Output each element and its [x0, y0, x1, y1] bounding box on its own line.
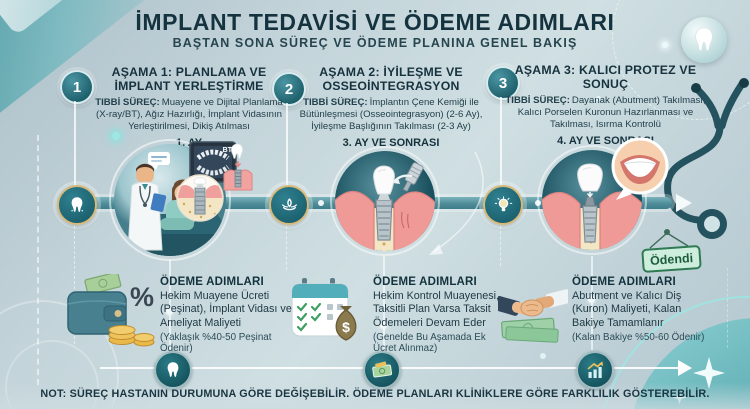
- payment-3-note: (Kalan Bakiye %50-60 Ödenir): [572, 332, 705, 344]
- glow-dot: [540, 353, 546, 359]
- connector-line: [591, 256, 593, 350]
- stethoscope-icon: [664, 78, 749, 239]
- banknote-icon: [372, 361, 392, 378]
- process-text: Dayanak (Abutment) Takılması, Kalıcı Por…: [517, 94, 706, 131]
- tooth-icon: [71, 197, 84, 212]
- tooth-icon: [167, 362, 179, 377]
- timeline-arrow: [676, 194, 692, 212]
- svg-text:Ödendi: Ödendi: [649, 250, 693, 268]
- tooth-icon: [695, 27, 713, 52]
- page-title: İMPLANT TEDAVİSİ VE ÖDEME ADIMLARI: [135, 9, 615, 35]
- stage-2-title: AŞAMA 2: İYİLEŞME VE OSSEOİNTEGRASYON: [319, 65, 463, 93]
- stage-3-header: AŞAMA 3: KALICI PROTEZ VE SONUÇ TIBBİ SÜ…: [503, 63, 708, 147]
- handshake-payment-icon: [498, 288, 568, 343]
- payment-2-heading: ÖDEME ADIMLARI: [373, 276, 477, 288]
- process-text: Muayene ve Dijital Planlama (X-ray/BT), …: [96, 96, 283, 133]
- process-label: TIBBİ SÜREÇ:: [303, 96, 368, 108]
- payment-2: ÖDEME ADIMLARI Hekim Kontrol Muayenesi, …: [373, 276, 511, 354]
- payment-1-note: (Yaklaşık %40-50 Peşinat Ödenir): [160, 332, 272, 355]
- process-label: TIBBİ SÜREÇ:: [505, 94, 570, 106]
- payment-3: ÖDEME ADIMLARI Abutment ve Kalıcı Diş (K…: [572, 276, 712, 343]
- stage-2-time: 3. AY VE SONRASI: [342, 137, 440, 150]
- bottom-node-tooth: [154, 351, 192, 389]
- stage-1-header: AŞAMA 1: PLANLAMA VE İMPLANT YERLEŞTİRME…: [88, 65, 290, 149]
- payment-2-note: (Genelde Bu Aşamada Ek Ücret Alınmaz): [373, 332, 486, 355]
- payment-1-heading: ÖDEME ADIMLARI: [160, 276, 264, 288]
- bottom-node-chart: [576, 351, 614, 389]
- payment-3-text: Abutment ve Kalıcı Diş (Kuron) Maliyeti,…: [572, 290, 682, 329]
- dashed-line: [37, 135, 39, 385]
- illustration-stage-2-osseointegration: [330, 146, 440, 256]
- tooth-badge: [681, 17, 727, 63]
- timeline-node-tooth: [57, 185, 97, 225]
- wallet-payment-icon: %: [67, 274, 155, 347]
- stage-2-number: 2: [272, 72, 306, 106]
- payment-1-text: Hekim Muayene Ücreti (Peşinat), İmplant …: [160, 290, 292, 329]
- connector-line: [500, 97, 502, 186]
- connector-line: [286, 103, 288, 186]
- glow-dot: [662, 42, 668, 48]
- dashed-line: [286, 226, 287, 270]
- glow-dot: [380, 322, 387, 329]
- abutment-tool: [402, 162, 424, 192]
- timeline-node-healing: [269, 185, 309, 225]
- stage-3-number: 3: [486, 66, 520, 100]
- lightbulb-icon: [494, 195, 512, 211]
- illustration-stage-3-crown: [537, 137, 669, 255]
- payment-2-text: Hekim Kontrol Muayenesi, Taksitli Plan V…: [373, 290, 500, 329]
- stage-2-header: AŞAMA 2: İYİLEŞME VE OSSEOİNTEGRASYON TI…: [295, 65, 487, 150]
- connector-line: [383, 256, 385, 350]
- footer-note: NOT: SÜREÇ HASTANIN DURUMUNA GÖRE DEĞİŞE…: [40, 388, 710, 400]
- glow-dot: [112, 132, 120, 140]
- connector-line: [74, 101, 76, 186]
- sparkle-star-icon: [693, 357, 725, 389]
- calendar-payment-icon: $: [291, 278, 357, 341]
- bottom-node-money: [363, 351, 401, 389]
- svg-text:%: %: [130, 282, 154, 312]
- connector-line: [169, 260, 171, 350]
- money-bag: $: [335, 306, 357, 341]
- stage-1-number: 1: [60, 70, 94, 104]
- smile-bubble: [611, 137, 669, 200]
- payment-3-heading: ÖDEME ADIMLARI: [572, 276, 676, 288]
- glow-dot: [166, 308, 173, 315]
- timeline-node-lightbulb: [483, 185, 523, 225]
- bottom-timeline-arrow: [678, 360, 692, 376]
- svg-text:BT: BT: [223, 147, 233, 154]
- stage-1-process: TIBBİ SÜREÇ:Muayene ve Dijital Planlama …: [88, 97, 290, 134]
- payment-1: ÖDEME ADIMLARI Hekim Muayene Ücreti (Peş…: [160, 276, 298, 354]
- illustration-stage-1-consultation: BT: [109, 139, 253, 261]
- xray-panel: BT: [189, 141, 237, 183]
- timeline-dot: [318, 200, 324, 206]
- growth-chart-icon: [587, 361, 603, 378]
- implant-diagram-float: [223, 143, 253, 191]
- paid-sign: Ödendi: [641, 229, 702, 273]
- implant-crosssection-mini: [176, 174, 224, 222]
- process-text: İmplantın Çene Kemiği ile Bütünleşmesi (…: [299, 96, 483, 133]
- svg-text:$: $: [342, 319, 350, 335]
- dashed-line: [727, 268, 728, 348]
- page-subtitle: BAŞTAN SONA SÜREÇ VE ÖDEME PLANINA GENEL…: [172, 36, 578, 50]
- stage-1-title: AŞAMA 1: PLANLAMA VE İMPLANT YERLEŞTİRME: [111, 65, 267, 93]
- coins: [108, 325, 155, 347]
- stage-3-title: AŞAMA 3: KALICI PROTEZ VE SONUÇ: [514, 63, 697, 91]
- process-label: TIBBİ SÜREÇ:: [95, 96, 160, 108]
- stage-2-process: TIBBİ SÜREÇ:İmplantın Çene Kemiği ile Bü…: [295, 97, 487, 134]
- glow-dot: [596, 96, 601, 101]
- curved-arrow-decoration: [429, 151, 484, 255]
- glow-dot: [588, 296, 595, 303]
- dashed-line: [500, 226, 501, 266]
- dashed-line: [74, 226, 75, 344]
- healing-plant-icon: [281, 197, 297, 210]
- stage-3-process: TIBBİ SÜREÇ:Dayanak (Abutment) Takılması…: [503, 95, 708, 132]
